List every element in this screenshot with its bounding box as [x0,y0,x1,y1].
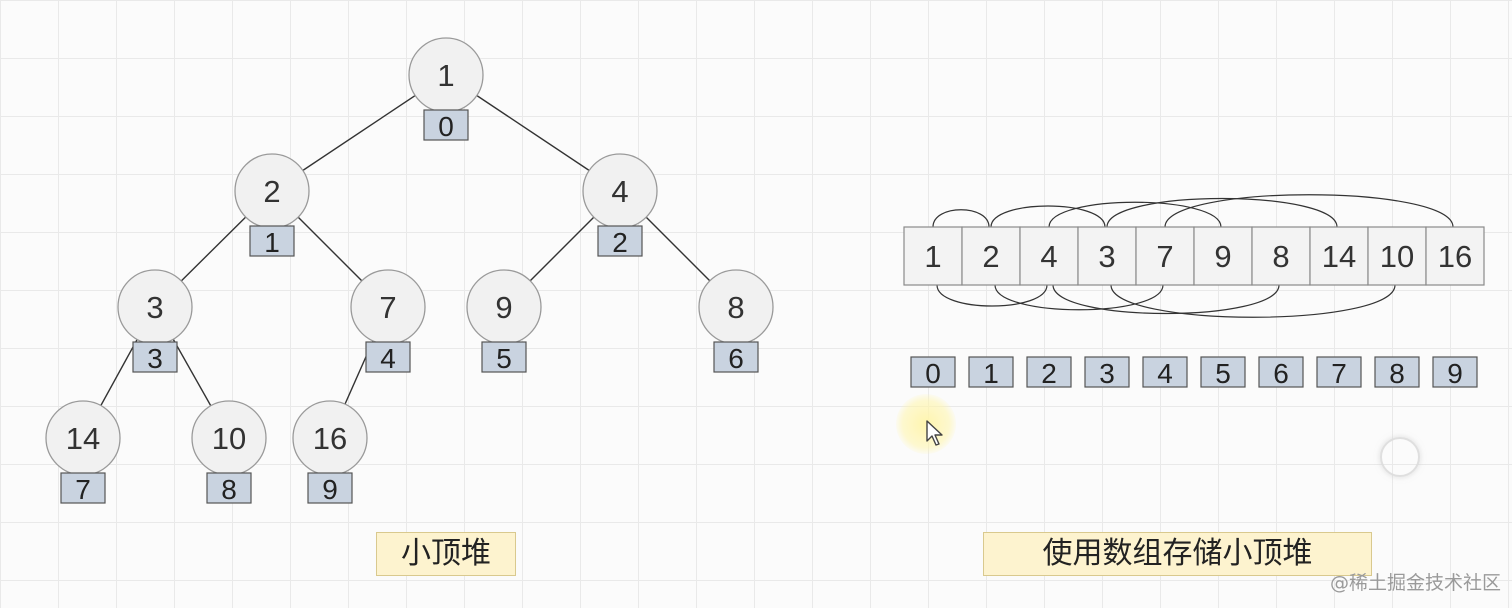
array-index-box [1026,356,1072,388]
cursor-arrow-icon [926,420,946,453]
heap-node-index: 7 [75,474,91,505]
watermark: @稀土掘金技术社区 [1330,572,1502,594]
array-arc [1164,194,1454,228]
array-index-box [1084,356,1130,388]
heap-node-value: 14 [66,421,100,456]
click-indicator-ring [1380,437,1420,477]
heap-node-index-box [249,225,295,257]
heap-node-index: 5 [496,343,512,374]
heap-node-index: 3 [147,343,163,374]
array-index-box [1258,356,1304,388]
heap-node-value: 7 [379,290,396,325]
heap-node-value: 10 [212,421,246,456]
array-cell-value: 7 [1156,239,1173,274]
array-index-label: 8 [1389,358,1405,389]
array-cell [961,226,1021,286]
heap-node-index-box [713,341,759,373]
array-cell-value: 10 [1380,239,1414,274]
array-cell-value: 3 [1098,239,1115,274]
array-index-box [1316,356,1362,388]
heap-node-index-box [597,225,643,257]
array-arc [994,284,1164,311]
heap-node-index: 6 [728,343,744,374]
heap-node-index-box [206,472,252,504]
array-cell [1425,226,1485,286]
array-cell [1309,226,1369,286]
array-cell-value: 9 [1214,239,1231,274]
heap-node: 10 [408,37,484,142]
heap-node: 33 [117,269,193,374]
array-index-label: 4 [1157,358,1173,389]
array-index-box [1374,356,1420,388]
heap-node-index: 4 [380,343,396,374]
heap-node: 21 [234,153,310,258]
array-arc [1110,284,1396,318]
array-cell-value: 16 [1438,239,1472,274]
heap-node: 16 9 [292,400,368,505]
array-cell [1193,226,1253,286]
heap-node-index: 9 [322,474,338,505]
heap-node: 86 [698,269,774,374]
heap-node-index: 0 [438,111,454,142]
heap-node-value: 8 [727,290,744,325]
array-arc [1052,284,1280,315]
heap-node-index: 2 [612,227,628,258]
heap-node-value: 4 [611,174,628,209]
array-cell [1019,226,1079,286]
array-cell-value: 4 [1040,239,1057,274]
array-index-label: 2 [1041,358,1057,389]
array-index-label: 3 [1099,358,1115,389]
array-index-label: 9 [1447,358,1463,389]
array-index-label: 1 [983,358,999,389]
array-index-label: 0 [925,358,941,389]
array-arc [1106,197,1338,228]
array-index-box [968,356,1014,388]
heap-node-index: 1 [264,227,280,258]
heap-node-value: 2 [263,174,280,209]
heap-node-index-box [365,341,411,373]
heap-node-value: 3 [146,290,163,325]
array-cell [1251,226,1311,286]
heap-node: 14 7 [45,400,121,505]
array-cell-value: 14 [1322,239,1356,274]
array-cells: 1 2 4 3 7 9 8 14 10 16 [903,226,1485,286]
array-cell-value: 2 [982,239,999,274]
heap-node-value: 16 [313,421,347,456]
array-index-label: 5 [1215,358,1231,389]
heap-node: 42 [582,153,658,258]
array-cell [1077,226,1137,286]
array-cell [1135,226,1195,286]
heap-node-index-box [132,341,178,373]
array-index-label: 6 [1273,358,1289,389]
array-index-labels: 0 1 2 3 4 5 6 7 8 9 [910,356,1478,389]
array-index-label: 7 [1331,358,1347,389]
heap-node: 74 [350,269,426,374]
heap-node-index-box [481,341,527,373]
array-index-box [1432,356,1478,388]
heap-node-value: 9 [495,290,512,325]
heap-node-index: 8 [221,474,237,505]
array-index-box [910,356,956,388]
heap-node-index-box [307,472,353,504]
heap-node: 10 8 [191,400,267,505]
heap-node-index-box [423,109,469,141]
array-arc [932,209,990,228]
heap-node-value: 1 [437,58,454,93]
array-arc [1048,201,1222,228]
array-cell-value: 8 [1272,239,1289,274]
heap-node: 95 [466,269,542,374]
heap-caption: 小顶堆 [376,532,516,576]
array-cell-value: 1 [924,239,941,274]
array-cell [1367,226,1427,286]
array-arc [936,284,1048,307]
array-index-box [1142,356,1188,388]
array-child-arcs [932,194,1454,318]
cursor-highlight [896,394,956,454]
array-caption: 使用数组存储小顶堆 [983,532,1372,576]
array-index-box [1200,356,1246,388]
array-arc [990,205,1106,228]
heap-node-index-box [60,472,106,504]
